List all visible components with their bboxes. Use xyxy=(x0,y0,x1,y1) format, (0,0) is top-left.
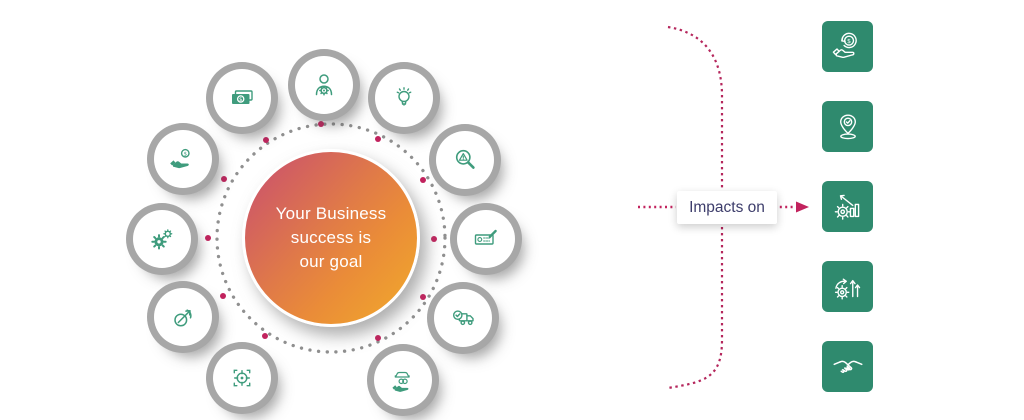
lightbulb-icon xyxy=(396,87,412,106)
satellite-gears xyxy=(133,210,191,268)
hand-coin-return-icon: $ xyxy=(832,32,857,58)
goal-line-3: our goal xyxy=(299,252,363,272)
impact-tile-location xyxy=(822,101,873,152)
money-bill-icon: $ xyxy=(232,90,253,104)
gear-chart-growth-icon xyxy=(834,194,859,220)
svg-text:$: $ xyxy=(184,151,188,157)
arrow-head-icon xyxy=(796,201,809,213)
satellite-hand-coin: $ xyxy=(154,130,212,188)
hand-car-coins-icon xyxy=(392,371,410,392)
gear-arrows-up-icon xyxy=(834,277,860,300)
dotted-ring xyxy=(215,122,447,354)
hand-coin-icon: $ xyxy=(170,148,190,169)
impact-tile-productivity xyxy=(822,181,873,232)
impact-tile-roi: $ xyxy=(822,21,873,72)
svg-text:$: $ xyxy=(847,37,851,44)
truck-check-icon xyxy=(453,310,474,326)
satellite-magnifier-warning xyxy=(436,131,494,189)
satellite-user-gear xyxy=(295,56,353,114)
svg-text:$: $ xyxy=(239,97,242,103)
cursor-growth-icon xyxy=(174,309,192,327)
impacts-on-label: Impacts on xyxy=(677,191,777,224)
magnifier-warning-icon xyxy=(455,149,475,169)
impact-tile-efficiency xyxy=(822,261,873,312)
satellite-lightbulb xyxy=(375,69,433,127)
handshake-icon xyxy=(832,360,863,373)
satellite-truck-check xyxy=(434,289,492,347)
goal-line-1: Your Business xyxy=(275,203,387,223)
central-goal-text: Your Business success is our goal xyxy=(276,202,387,274)
satellite-cursor-growth xyxy=(154,288,212,346)
satellite-money-bill: $ xyxy=(213,69,271,127)
user-gear-icon xyxy=(315,74,333,96)
ring-accent-dots xyxy=(205,121,437,341)
dotted-brace xyxy=(667,25,724,390)
gears-icon xyxy=(151,229,173,250)
central-goal-circle: Your Business success is our goal xyxy=(242,149,420,327)
impact-tile-partnership xyxy=(822,341,873,392)
goal-line-2: success is xyxy=(290,227,372,247)
satellite-target-crosshair xyxy=(213,349,271,407)
satellite-cheque-pen xyxy=(457,210,515,268)
satellite-hand-car-coins xyxy=(374,351,432,409)
location-pin-check-icon xyxy=(839,113,856,139)
target-crosshair-icon xyxy=(233,369,251,387)
cheque-pen-icon xyxy=(474,229,497,245)
